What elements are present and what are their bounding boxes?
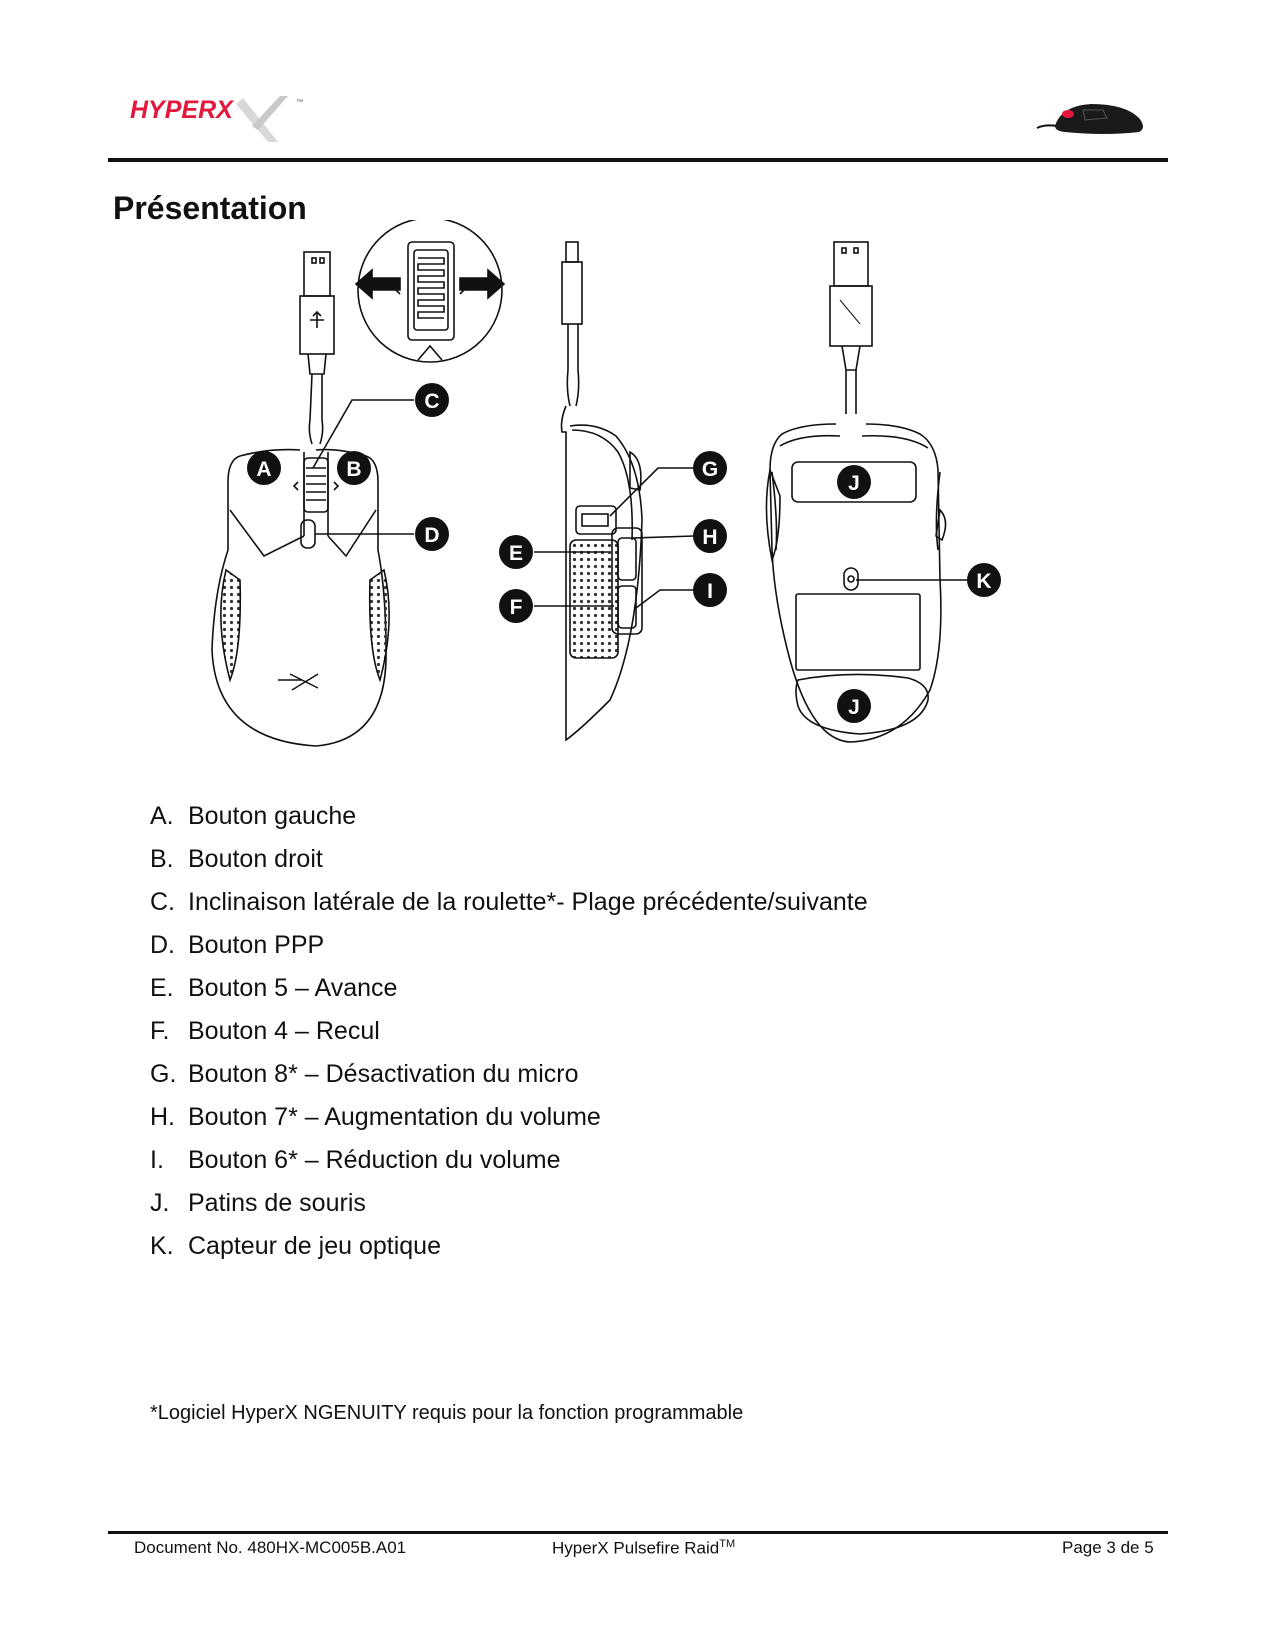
callout-c: C: [415, 383, 449, 417]
callout-b: B: [337, 451, 371, 485]
callout-j-top-label: J: [848, 472, 860, 495]
legend-letter: D.: [150, 931, 175, 959]
legend-letter: E.: [150, 974, 174, 1002]
legend-letter: J.: [150, 1189, 170, 1217]
footer-product-text: HyperX Pulsefire Raid: [552, 1538, 720, 1558]
callout-f-label: F: [510, 596, 523, 619]
callout-h-label: H: [702, 526, 717, 549]
footer-document-number: Document No. 480HX-MC005B.A01: [134, 1538, 407, 1557]
legend-text: Bouton 7* – Augmentation du volume: [188, 1103, 601, 1131]
legend-text: Inclinaison latérale de la roulette*- Pl…: [188, 888, 868, 916]
callout-i-label: I: [707, 580, 713, 603]
legend-item: B. Bouton droit: [150, 838, 868, 881]
legend-letter: I.: [150, 1146, 164, 1174]
legend-text: Bouton PPP: [188, 931, 325, 959]
page-title: Présentation: [113, 190, 307, 226]
legend-letter: C.: [150, 888, 175, 916]
legend-letter: F.: [150, 1017, 170, 1045]
callout-k-label: K: [976, 570, 991, 593]
legend-letter: H.: [150, 1103, 175, 1131]
leader-line-c: [312, 399, 414, 469]
callout-g-label: G: [702, 458, 718, 481]
footer-page-number: Page 3 de 5: [1062, 1538, 1154, 1557]
logo-trademark: ™: [296, 99, 303, 106]
legend-text: Patins de souris: [188, 1189, 366, 1217]
callout-b-label: B: [346, 458, 361, 481]
legend-item: F. Bouton 4 – Recul: [150, 1010, 868, 1053]
callout-a: A: [247, 451, 281, 485]
legend-item: A. Bouton gauche: [150, 795, 868, 838]
component-legend: A. Bouton gauche B. Bouton droit C. Inclina…: [150, 795, 868, 1268]
tilt-left-arrow-icon: [354, 268, 401, 300]
legend-text: Bouton 5 – Avance: [188, 974, 398, 1002]
tilt-right-arrow-icon: [459, 268, 506, 300]
mouse-overview-diagram: A B C D E F G H I J J K: [211, 220, 1001, 747]
callout-h: H: [693, 519, 727, 553]
legend-item: D. Bouton PPP: [150, 924, 868, 967]
leader-line-g: [609, 467, 694, 517]
top-view-mouse: [211, 251, 390, 747]
legend-text: Bouton 4 – Recul: [188, 1017, 380, 1045]
legend-text: Bouton gauche: [188, 802, 357, 830]
side-view-mouse: [560, 241, 643, 742]
callout-c-label: C: [424, 390, 439, 413]
callout-j-bottom-label: J: [848, 696, 860, 719]
legend-text: Capteur de jeu optique: [188, 1232, 441, 1260]
legend-letter: G.: [150, 1060, 177, 1088]
callout-k: K: [967, 563, 1001, 597]
legend-item: C. Inclinaison latérale de la roulette*- …: [150, 881, 868, 924]
wheel-tilt-zoom-detail: [357, 220, 503, 363]
footnote: *Logiciel HyperX NGENUITY requis pour la…: [150, 1402, 744, 1424]
callout-j-bottom: J: [837, 689, 871, 723]
footer-product-name: HyperX Pulsefire RaidTM: [552, 1538, 735, 1559]
header-rule: [108, 158, 1168, 162]
logo-text: HYPERX: [130, 96, 234, 124]
legend-item: G. Bouton 8* – Désactivation du micro: [150, 1053, 868, 1096]
legend-item: K. Capteur de jeu optique: [150, 1225, 868, 1268]
callout-a-label: A: [256, 458, 271, 481]
callout-d: D: [415, 517, 449, 551]
leader-line-i: [635, 589, 694, 609]
legend-item: I. Bouton 6* – Réduction du volume: [150, 1139, 868, 1182]
leader-line-h: [631, 535, 695, 539]
legend-letter: B.: [150, 845, 174, 873]
footer-rule: [108, 1531, 1168, 1534]
callout-j-top: J: [837, 465, 871, 499]
legend-item: H. Bouton 7* – Augmentation du volume: [150, 1096, 868, 1139]
footer-product-tm: TM: [719, 1538, 736, 1550]
callout-i: I: [693, 573, 727, 607]
mouse-thumbnail-icon: [1036, 104, 1143, 134]
callout-e-label: E: [509, 542, 523, 565]
legend-item: E. Bouton 5 – Avance: [150, 967, 868, 1010]
callout-g: G: [693, 451, 727, 485]
legend-item: J. Patins de souris: [150, 1182, 868, 1225]
callout-d-label: D: [424, 524, 439, 547]
hyperx-logo: HYPERX ™: [130, 96, 303, 142]
legend-letter: A.: [150, 802, 174, 830]
legend-text: Bouton 8* – Désactivation du micro: [188, 1060, 579, 1088]
legend-text: Bouton droit: [188, 845, 323, 873]
callout-e: E: [499, 535, 533, 569]
legend-letter: K.: [150, 1232, 174, 1260]
legend-text: Bouton 6* – Réduction du volume: [188, 1146, 561, 1174]
callout-f: F: [499, 589, 533, 623]
bottom-view-mouse: [765, 241, 947, 743]
